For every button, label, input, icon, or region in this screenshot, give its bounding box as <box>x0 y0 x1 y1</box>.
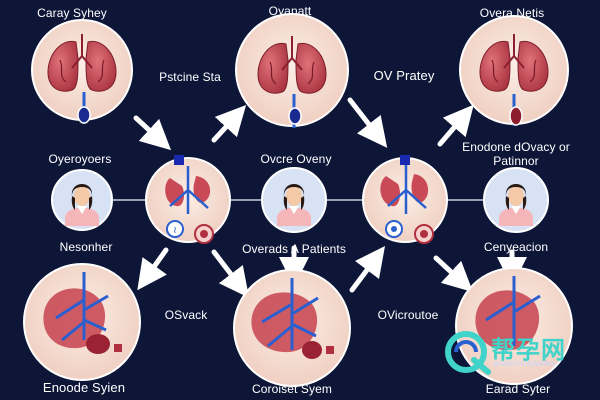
watermark-text-en: BANGYUNWANG <box>494 360 557 368</box>
arrow-icon <box>437 104 474 147</box>
arrow-icon <box>433 255 474 293</box>
label-top-right: Overa Netis <box>479 6 545 20</box>
vascular-node-bottom-left <box>23 263 141 381</box>
watermark-logo-icon <box>445 331 491 375</box>
svg-text:≀: ≀ <box>173 225 177 236</box>
label-right-person-line2: Patinnor <box>493 154 539 168</box>
label-bottom-right: Earad Syter <box>485 382 551 396</box>
label-right-person-line1: Enodone dOvacy or <box>462 140 570 154</box>
label-below-right-person: Cenyeacion <box>483 240 549 254</box>
label-below-center-person: Overads A Patients <box>242 242 346 256</box>
person-node-right <box>483 167 549 233</box>
lung-node-top-right <box>459 15 569 126</box>
label-bottom-center: Coroiset Syem <box>252 382 332 396</box>
vascular-node-bottom-center <box>233 269 351 387</box>
arrow-icon <box>211 249 250 298</box>
label-lower-right: OVicroutoe <box>377 308 439 322</box>
watermark: 帮孕网 BANGYUNWANG <box>448 330 578 374</box>
label-center-person: Ovcre Oveny <box>260 152 332 166</box>
lung-node-top-left <box>31 19 133 124</box>
arrow-icon <box>133 115 172 151</box>
arrow-icon <box>347 97 388 148</box>
arrow-icon <box>349 246 385 293</box>
label-bottom-left: Enoode Syien <box>42 380 126 395</box>
label-lower-left: OSvack <box>164 308 208 322</box>
arrow-icon <box>211 104 247 143</box>
arrow-icon <box>137 247 169 291</box>
heart-node-left: ≀ <box>145 155 231 244</box>
watermark-text-cn: 帮孕网 <box>491 336 566 364</box>
label-left-person: Oyeroyoers <box>48 152 112 166</box>
label-top-left: Caray Syhey <box>37 6 107 20</box>
label-mid-left: Pstcine Sta <box>159 70 221 84</box>
lung-node-top-center <box>235 13 349 128</box>
label-mid-right: OV Pratey <box>373 68 435 83</box>
person-node-center <box>261 167 327 233</box>
label-below-left-person: Nesonher <box>59 240 113 254</box>
label-top-center: Oyanatt <box>268 4 312 18</box>
person-node-left <box>51 169 113 231</box>
heart-node-right <box>362 155 448 244</box>
